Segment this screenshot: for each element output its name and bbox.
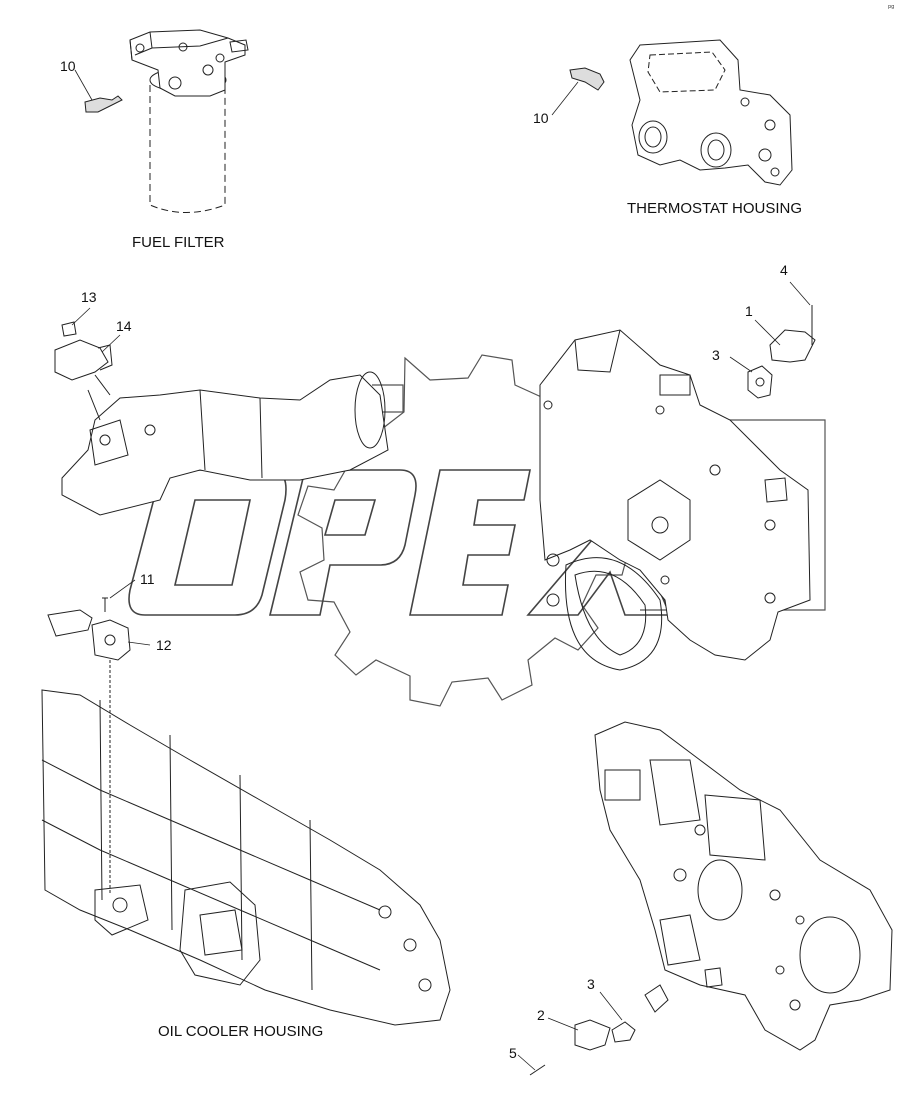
fuel-filter-drawing	[84, 29, 249, 213]
gear-cover-drawing	[529, 721, 893, 1076]
callout-4: 4	[780, 262, 788, 278]
callout-10-thermostat: 10	[533, 110, 549, 126]
callout-12: 12	[156, 637, 172, 653]
callout-5: 5	[509, 1045, 517, 1061]
callout-10-fuel-filter: 10	[60, 58, 76, 74]
corner-mark: pg	[888, 4, 895, 10]
thermostat-housing-drawing	[569, 39, 793, 186]
oil-cooler-housing-label: OIL COOLER HOUSING	[158, 1023, 324, 1040]
leader-lines	[71, 69, 811, 1071]
callout-11: 11	[140, 571, 155, 587]
intake-pipe-drawing	[54, 321, 389, 516]
callout-3-upper: 3	[712, 347, 720, 363]
fuel-filter-label: FUEL FILTER	[132, 234, 225, 251]
oil-cooler-drawing	[41, 597, 451, 1026]
callout-3-lower: 3	[587, 976, 595, 992]
engine-block-drawing	[539, 305, 816, 671]
thermostat-housing-label: THERMOSTAT HOUSING	[627, 200, 803, 217]
callout-14: 14	[116, 318, 132, 334]
callout-13: 13	[81, 289, 97, 305]
callout-1: 1	[745, 303, 753, 319]
callout-2: 2	[537, 1007, 545, 1023]
